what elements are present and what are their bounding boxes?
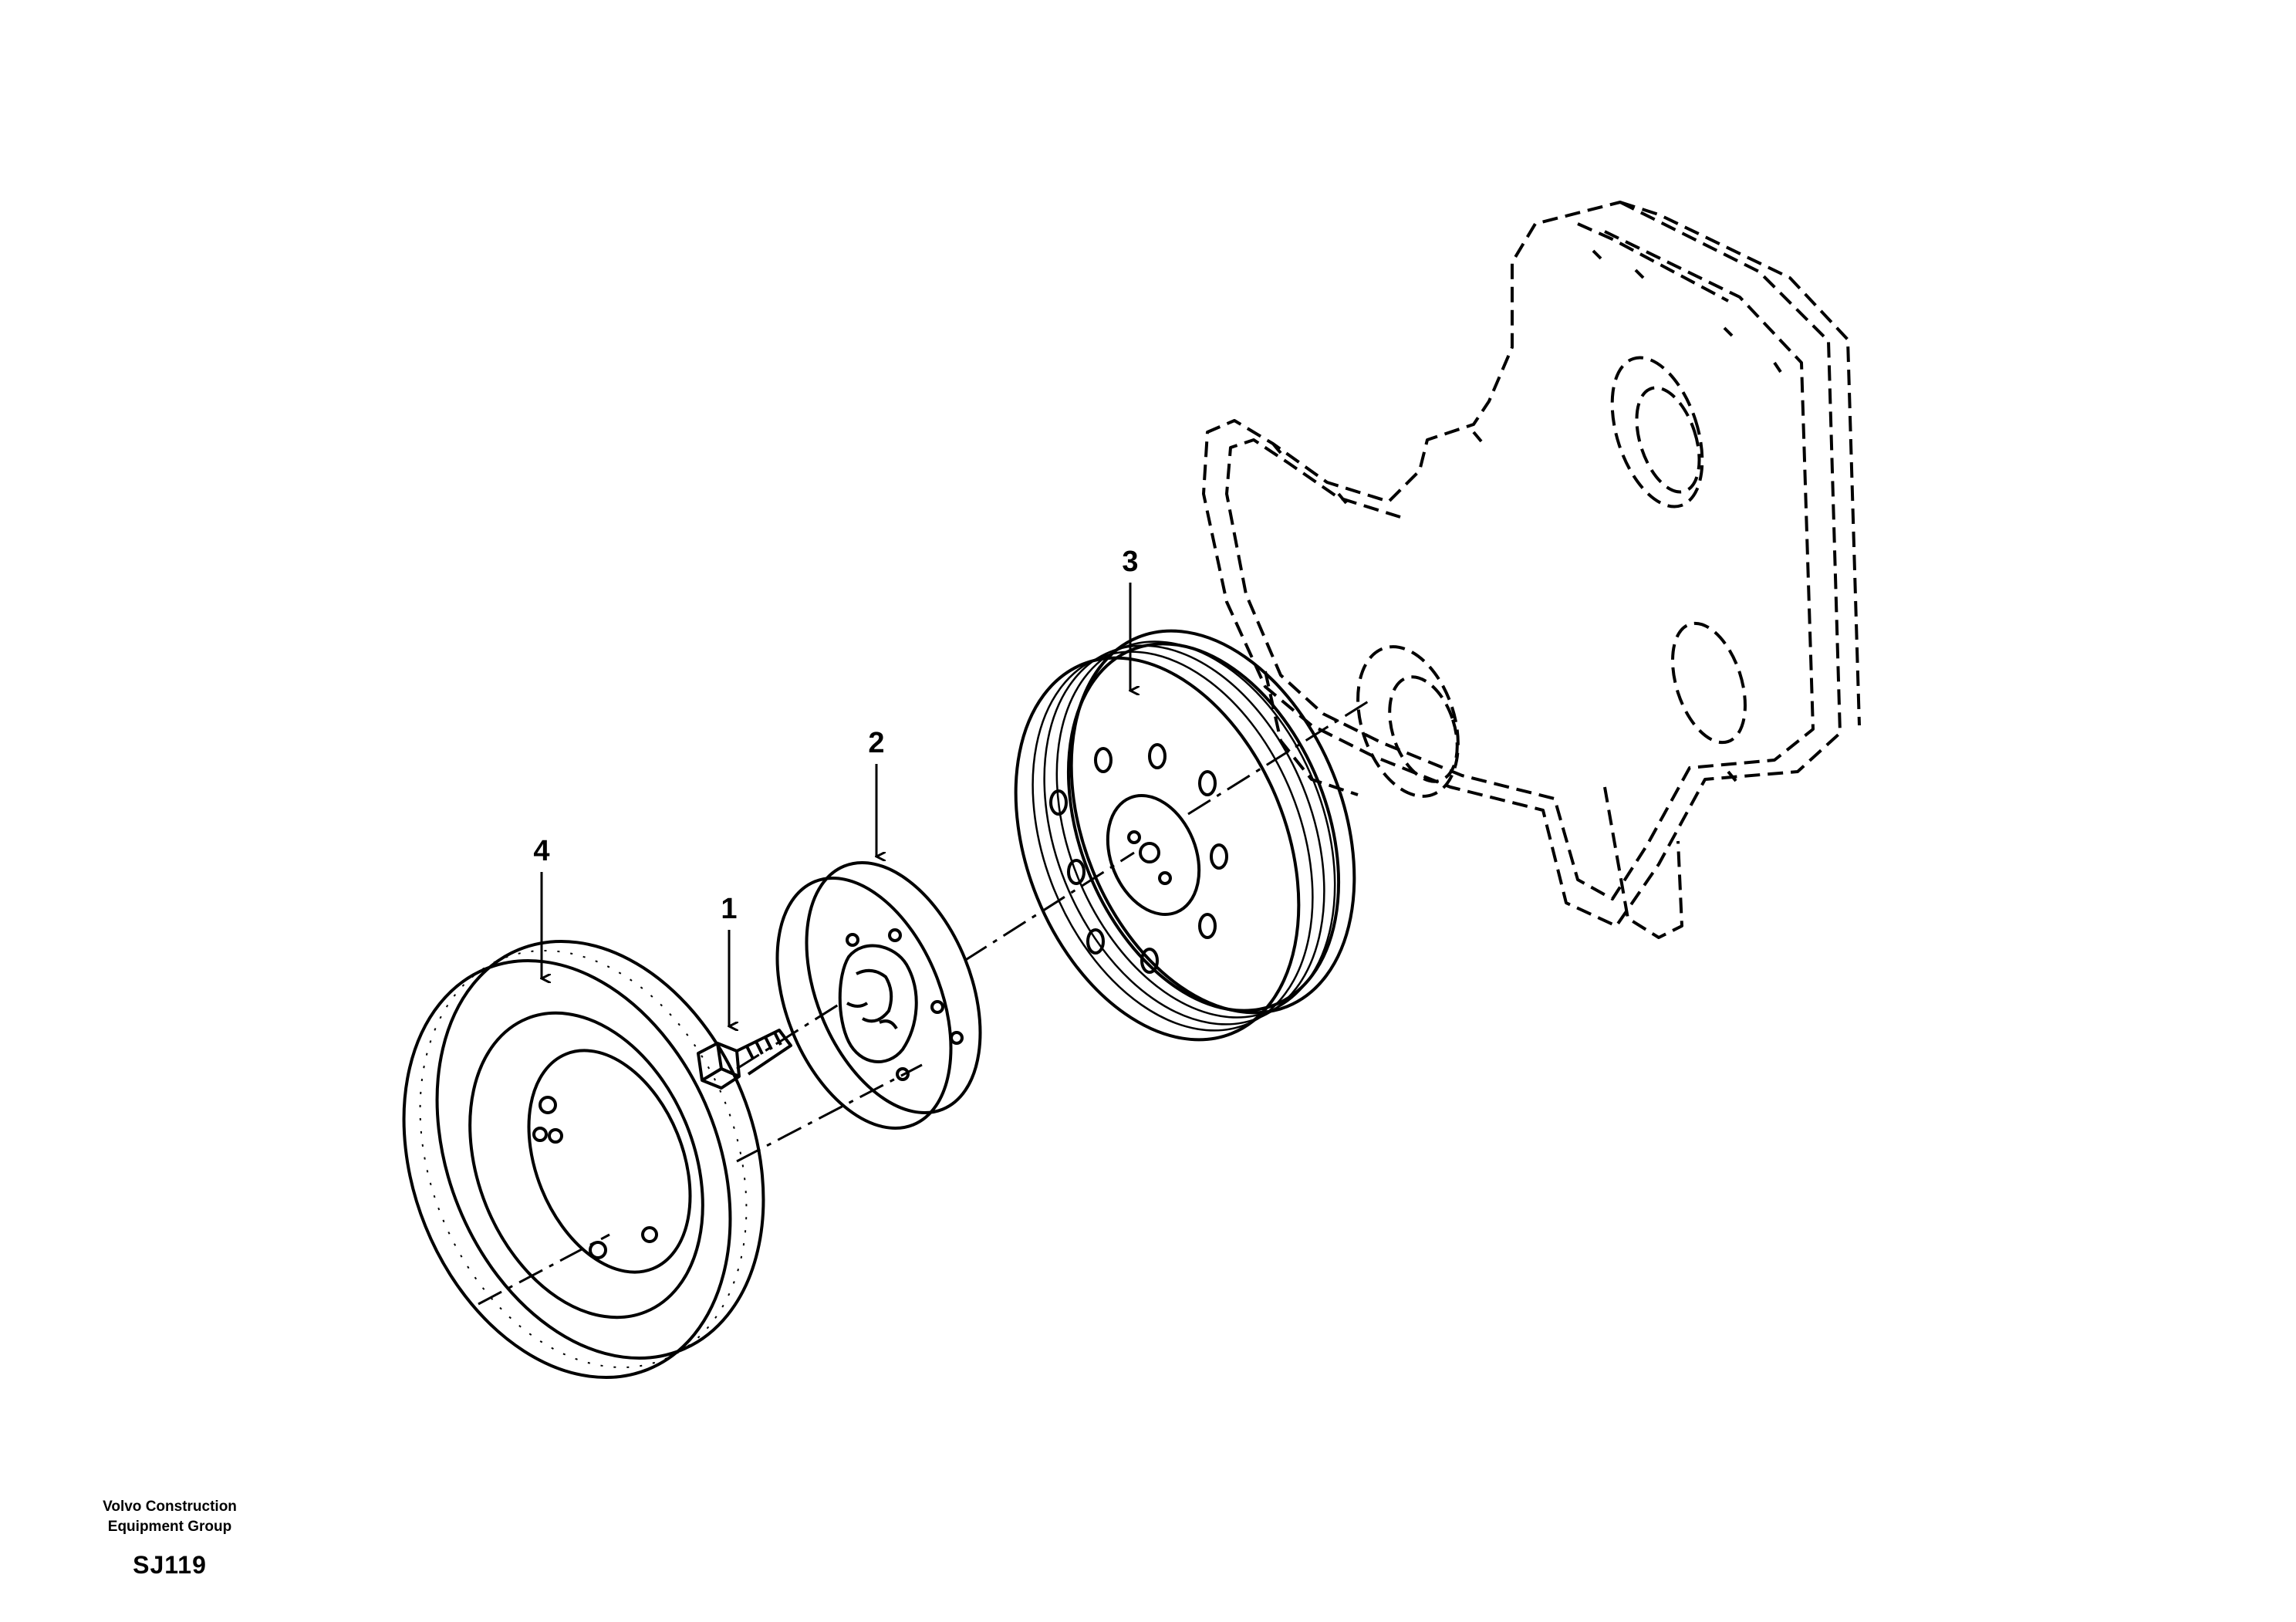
- footer-label: Volvo Construction Equipment Group SJ119: [46, 1497, 293, 1580]
- part-1-bolt: [697, 1029, 792, 1090]
- callout-3: 3: [1122, 546, 1138, 578]
- part-4-damper-pulley: [402, 940, 765, 1379]
- callout-2: 2: [868, 727, 884, 759]
- leader-lines: [542, 583, 1130, 1026]
- org-name-line-2: Equipment Group: [107, 1519, 232, 1535]
- assembly-centerline: [478, 697, 1374, 1306]
- timing-cover-outline: [1202, 201, 1861, 939]
- org-name-line-1: Volvo Construction: [103, 1499, 237, 1515]
- part-2-hub-adapter: [775, 860, 982, 1130]
- part-3-crank-pulley: [1014, 629, 1356, 1042]
- figure-code: SJ119: [133, 1551, 207, 1579]
- callout-1: 1: [721, 893, 737, 925]
- callout-4: 4: [533, 835, 549, 867]
